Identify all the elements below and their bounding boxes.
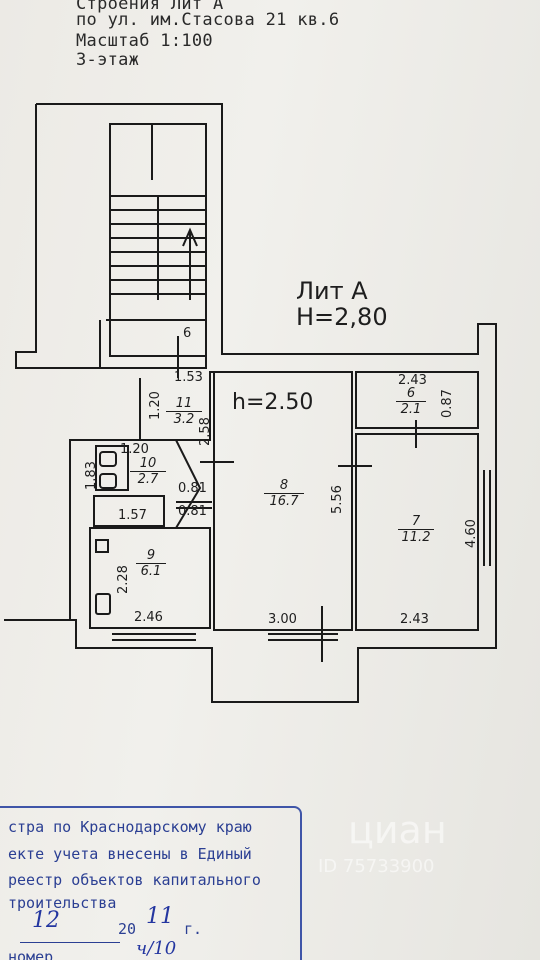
room-9-wall xyxy=(89,527,211,629)
watermark-id: ID 75733900 xyxy=(318,856,435,877)
stamp-line-4: троительства xyxy=(8,894,117,912)
room-number: 10 xyxy=(130,456,166,472)
bathtub xyxy=(93,495,165,527)
stamp-underline xyxy=(20,942,120,943)
room-area: 2.1 xyxy=(400,402,422,417)
stamp-line-2: екте учета внесены в Единый xyxy=(8,845,252,863)
stamp-line-3: реестр объектов капитального xyxy=(8,871,261,889)
dim-183: 1.83 xyxy=(84,461,99,490)
dim-120-b: 1.20 xyxy=(120,442,149,457)
room-11-label: 11 3.2 xyxy=(166,396,202,427)
room-6-label: 6 2.1 xyxy=(396,386,426,417)
room-area: 16.7 xyxy=(269,494,299,509)
header-floor: 3-этаж xyxy=(76,50,140,70)
dim-300: 3.00 xyxy=(268,612,297,627)
room-8-label: 8 16.7 xyxy=(264,478,304,509)
dim-087: 0.87 xyxy=(440,389,455,418)
header-title: Строения Лит А xyxy=(76,0,224,14)
hall-wall xyxy=(139,371,216,441)
stamp-last: номер xyxy=(8,948,54,960)
header-address: по ул. им.Стасова 21 кв.6 xyxy=(76,10,340,30)
room-number: 8 xyxy=(264,478,304,494)
dim-120-a: 1.20 xyxy=(148,391,163,420)
stamp-line-1: стра по Краснодарскому краю xyxy=(8,818,252,836)
room-number: 7 xyxy=(398,514,434,530)
dim-243-a: 2.43 xyxy=(398,373,427,388)
registration-stamp: стра по Краснодарскому краю екте учета в… xyxy=(0,806,302,960)
room-9-label: 9 6.1 xyxy=(136,548,166,579)
dim-556: 5.56 xyxy=(330,485,345,514)
stairwell-wall xyxy=(4,103,497,703)
building-height: H=2,80 xyxy=(296,303,388,331)
stair-number: 6 xyxy=(183,326,192,341)
dim-460: 4.60 xyxy=(464,519,479,548)
stamp-day: 12 xyxy=(32,908,60,933)
stamp-initials: ч/10 xyxy=(136,938,177,959)
stamp-year-suffix: 11 xyxy=(146,904,174,929)
stove-icon xyxy=(95,539,109,553)
dim-081-b: 0.81 xyxy=(178,504,207,519)
outer-wall-left xyxy=(15,104,101,369)
toilet-block xyxy=(95,445,129,491)
room-number: 11 xyxy=(166,396,202,412)
dim-153: 1.53 xyxy=(174,370,203,385)
stairwell-inner xyxy=(109,123,207,357)
floor-plan-drawing xyxy=(4,103,497,703)
room-10-label: 10 2.7 xyxy=(130,456,166,487)
watermark-brand: циан xyxy=(348,808,447,852)
room-number: 6 xyxy=(396,386,426,402)
dim-081-a: 0.81 xyxy=(178,481,207,496)
sink-icon xyxy=(95,593,111,615)
room-7-label: 7 11.2 xyxy=(398,514,434,545)
room-area: 2.7 xyxy=(137,472,159,487)
room-height: h=2.50 xyxy=(232,390,314,415)
dim-246: 2.46 xyxy=(134,610,163,625)
room-area: 11.2 xyxy=(401,530,431,545)
dim-243-b: 2.43 xyxy=(400,612,429,627)
dim-228: 2.28 xyxy=(116,565,131,594)
room-number: 9 xyxy=(136,548,166,564)
room-8-wall xyxy=(213,371,353,631)
dim-157: 1.57 xyxy=(118,508,147,523)
room-area: 6.1 xyxy=(140,564,162,579)
building-lit: Лит А xyxy=(296,277,368,305)
header-scale: Масштаб 1:100 xyxy=(76,31,213,51)
stamp-year-prefix: 20 xyxy=(118,920,137,938)
stamp-year-end: г. xyxy=(184,920,203,938)
room-area: 3.2 xyxy=(173,412,195,427)
